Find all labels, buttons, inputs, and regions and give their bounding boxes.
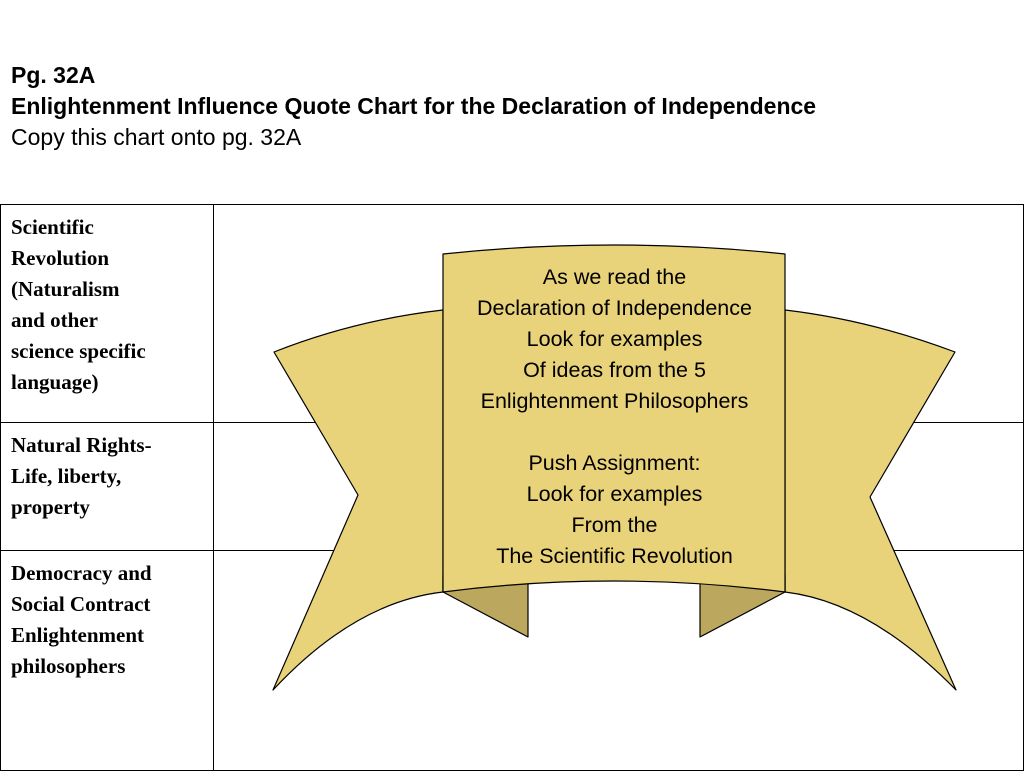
row-label-line: Democracy and (11, 561, 152, 585)
row-label-line: Revolution (11, 246, 110, 270)
banner-line: Look for examples (526, 482, 703, 506)
row-label-line: Natural Rights- (11, 433, 152, 457)
banner-line: Of ideas from the 5 (523, 358, 706, 382)
instruction-text: Copy this chart onto pg. 32A (11, 124, 302, 150)
header: Pg. 32A Enlightenment Influence Quote Ch… (11, 60, 816, 153)
banner-line: Look for examples (526, 327, 703, 351)
row-label-scientific-revolution: Scientific Revolution (Naturalism and ot… (0, 204, 214, 423)
banner-right-wing (784, 309, 957, 691)
row-label-line: science specific (11, 339, 146, 363)
row-label-line: language) (11, 370, 99, 394)
banner-line: The Scientific Revolution (496, 544, 733, 568)
row-label-line: property (11, 495, 90, 519)
row-label-democracy: Democracy and Social Contract Enlightenm… (0, 550, 214, 771)
banner-line: From the (571, 513, 658, 537)
row-label-line: Life, liberty, (11, 464, 122, 488)
banner-center-panel (442, 244, 786, 593)
banner-line: Enlightenment Philosophers (480, 389, 749, 413)
row-label-line: (Naturalism (11, 277, 120, 301)
banner-left-wing (272, 309, 444, 691)
row-label-natural-rights: Natural Rights- Life, liberty, property (0, 422, 214, 551)
banner-spacer (443, 417, 786, 448)
row-label-line: Enlightenment (11, 623, 145, 647)
row-label-line: and other (11, 308, 98, 332)
banner-line: Declaration of Independence (477, 296, 752, 320)
page-number: Pg. 32A (11, 62, 96, 88)
banner-text: As we read the Declaration of Independen… (443, 262, 786, 572)
row-label-line: philosophers (11, 654, 126, 678)
row-label-line: Social Contract (11, 592, 151, 616)
banner-line: Push Assignment: (528, 451, 701, 475)
page-title: Enlightenment Influence Quote Chart for … (11, 93, 817, 119)
row-label-line: Scientific (11, 215, 94, 239)
banner-line: As we read the (542, 265, 687, 289)
